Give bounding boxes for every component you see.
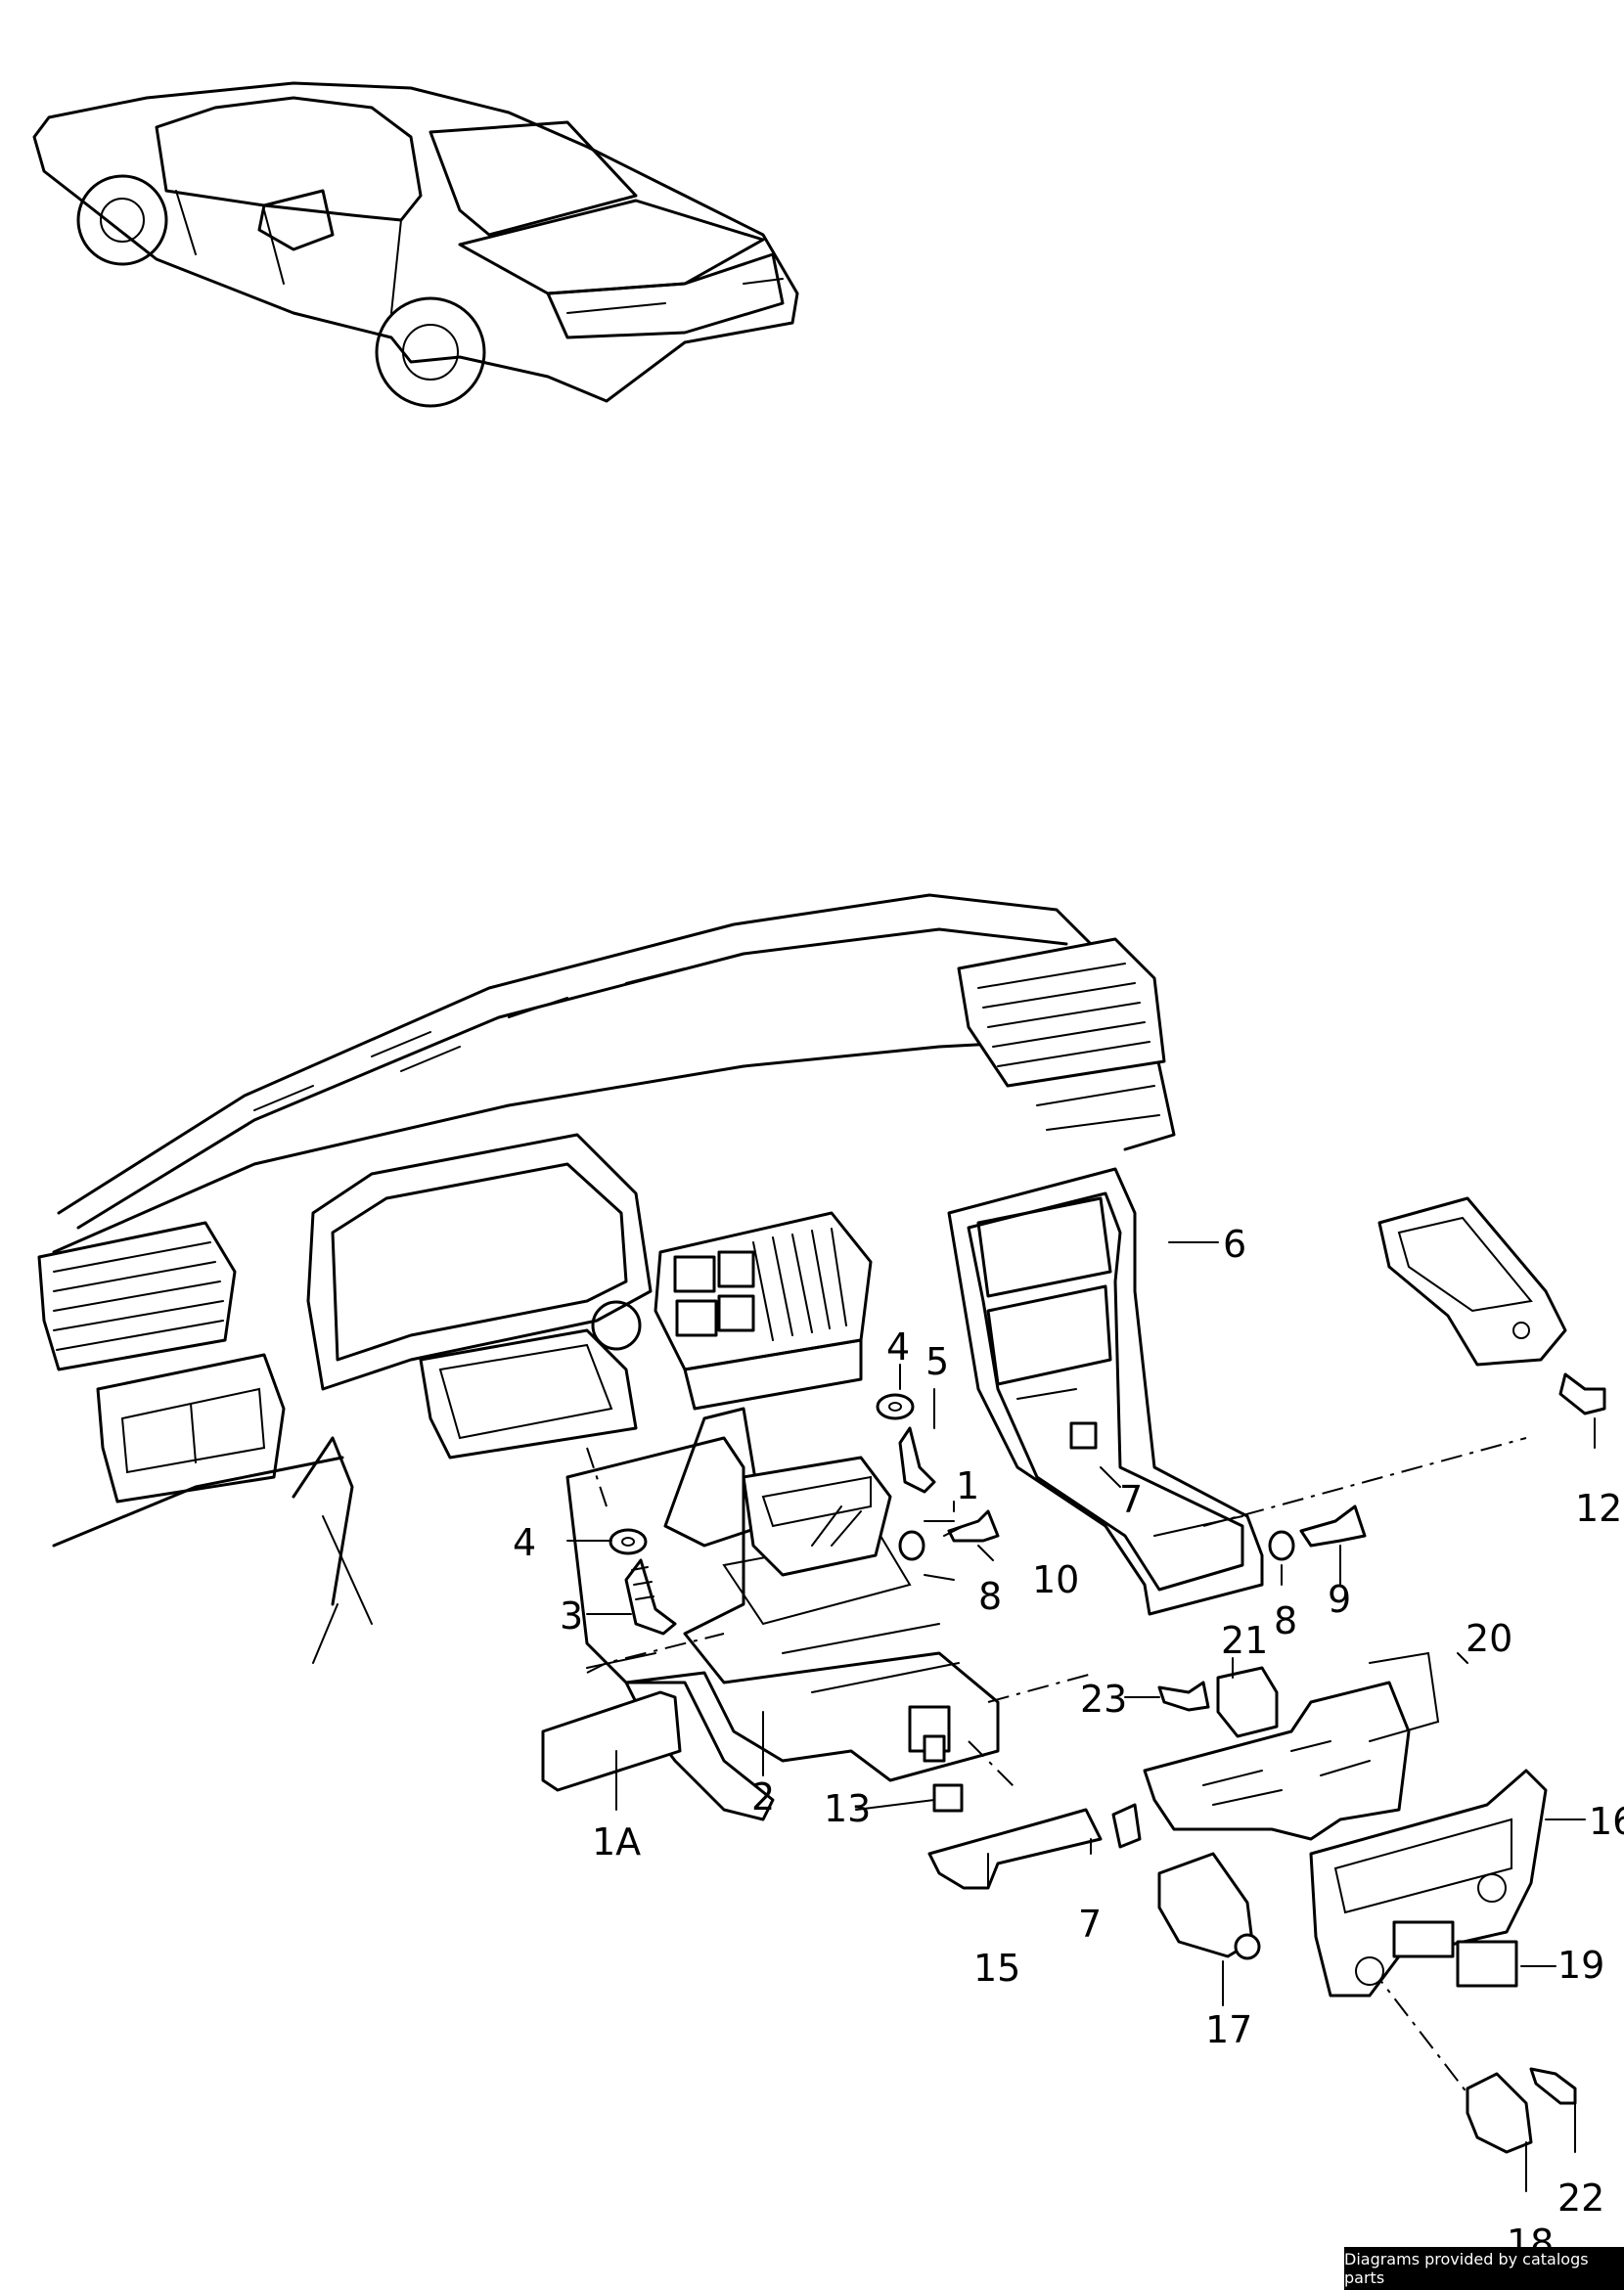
callout-4-right: 4 [886, 1325, 910, 1369]
callout-1: 1 [956, 1464, 979, 1507]
callout-9: 9 [1328, 1578, 1351, 1621]
fastener-parts [541, 1372, 1606, 2154]
shift-console-surround [947, 1167, 1527, 1616]
callout-10: 10 [1032, 1558, 1079, 1601]
shift-indicator-bezel [1377, 1196, 1567, 1367]
callout-2: 2 [751, 1775, 775, 1819]
callout-20: 20 [1466, 1617, 1512, 1660]
callout-13: 13 [824, 1787, 871, 1830]
callout-8-right: 8 [1274, 1599, 1297, 1642]
callout-4-left: 4 [513, 1521, 536, 1564]
callout-1a: 1A [592, 1820, 641, 1863]
dashboard-illustration [37, 893, 1176, 1664]
credit-banner: Diagrams provided by catalogs parts [1344, 2247, 1624, 2290]
callout-15: 15 [973, 1947, 1020, 1990]
leader-lines [566, 1241, 1596, 2192]
callout-12: 12 [1575, 1487, 1622, 1530]
center-console-frame [565, 1407, 1097, 1821]
callout-8-left: 8 [978, 1575, 1002, 1618]
control-mounting-bracket [1143, 1651, 1440, 1841]
callout-17: 17 [1205, 2008, 1252, 2051]
callout-16: 16 [1589, 1800, 1624, 1843]
callout-5: 5 [925, 1340, 949, 1383]
callout-19: 19 [1557, 1944, 1604, 1987]
callout-7-lower: 7 [1078, 1903, 1102, 1946]
callout-21: 21 [1221, 1619, 1268, 1662]
car-overview-illustration [32, 81, 799, 408]
callout-6: 6 [1223, 1223, 1246, 1266]
callout-23: 23 [1080, 1678, 1127, 1721]
callout-7-upper: 7 [1119, 1478, 1143, 1521]
center-trim-panel [1309, 1769, 1548, 1998]
callout-3: 3 [560, 1594, 583, 1638]
callout-labels: 1 1A 2 3 4 4 5 6 7 7 8 8 9 10 12 13 15 1… [513, 1223, 1624, 2265]
callout-22: 22 [1557, 2177, 1604, 2220]
